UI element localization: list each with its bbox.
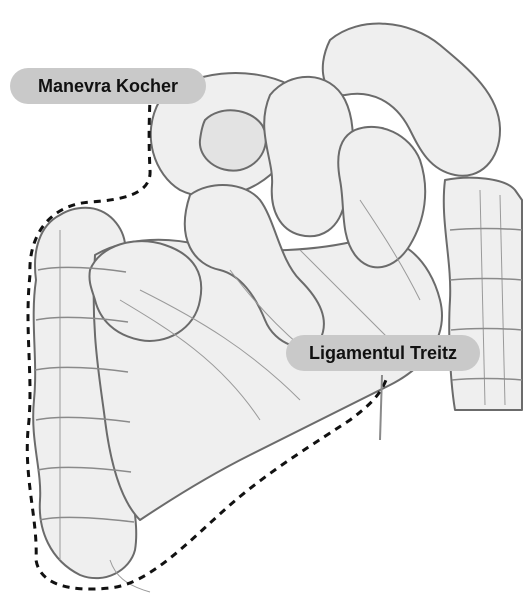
pancreas-head xyxy=(200,110,266,170)
label-ligamentul-treitz: Ligamentul Treitz xyxy=(286,335,480,371)
label-manevra-kocher: Manevra Kocher xyxy=(10,68,206,104)
jejunum-loop-4 xyxy=(338,127,425,267)
